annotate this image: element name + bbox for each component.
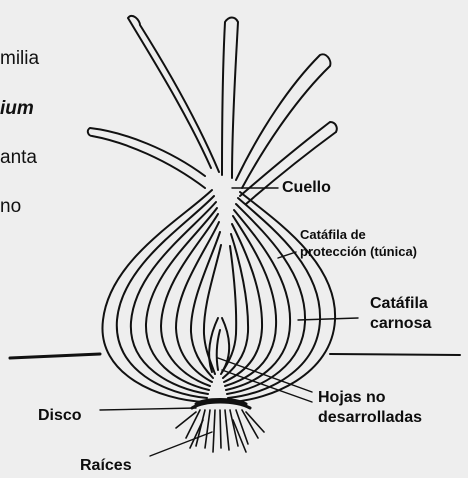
leaf-left-low — [88, 128, 205, 188]
label-catafila-proteccion: Catáfila de protección (túnica) — [300, 226, 417, 260]
leader-carnosa — [298, 318, 358, 320]
label-disco: Disco — [38, 406, 82, 426]
label-hojas-line1: Hojas no — [318, 388, 422, 408]
leader-hojas — [218, 358, 312, 392]
label-catafila-proteccion-line1: Catáfila de — [300, 226, 417, 243]
leaf-right-tall — [236, 54, 330, 188]
label-hojas-line2: desarrolladas — [318, 408, 422, 428]
leaf-center — [222, 18, 238, 179]
label-cuello: Cuello — [282, 178, 331, 198]
leader-disco — [100, 408, 196, 410]
label-catafila-carnosa: Catáfila carnosa — [370, 294, 431, 334]
basal-disc — [192, 400, 250, 409]
label-raices: Raíces — [80, 456, 132, 476]
leader-raices — [150, 432, 212, 456]
ground-line — [10, 354, 100, 358]
label-catafila-proteccion-line2: protección (túnica) — [300, 243, 417, 260]
label-hojas: Hojas no desarrolladas — [318, 388, 422, 428]
label-catafila-carnosa-line1: Catáfila — [370, 294, 431, 314]
label-catafila-carnosa-line2: carnosa — [370, 314, 431, 334]
roots — [176, 410, 264, 452]
leaf-left-tall — [128, 16, 219, 172]
